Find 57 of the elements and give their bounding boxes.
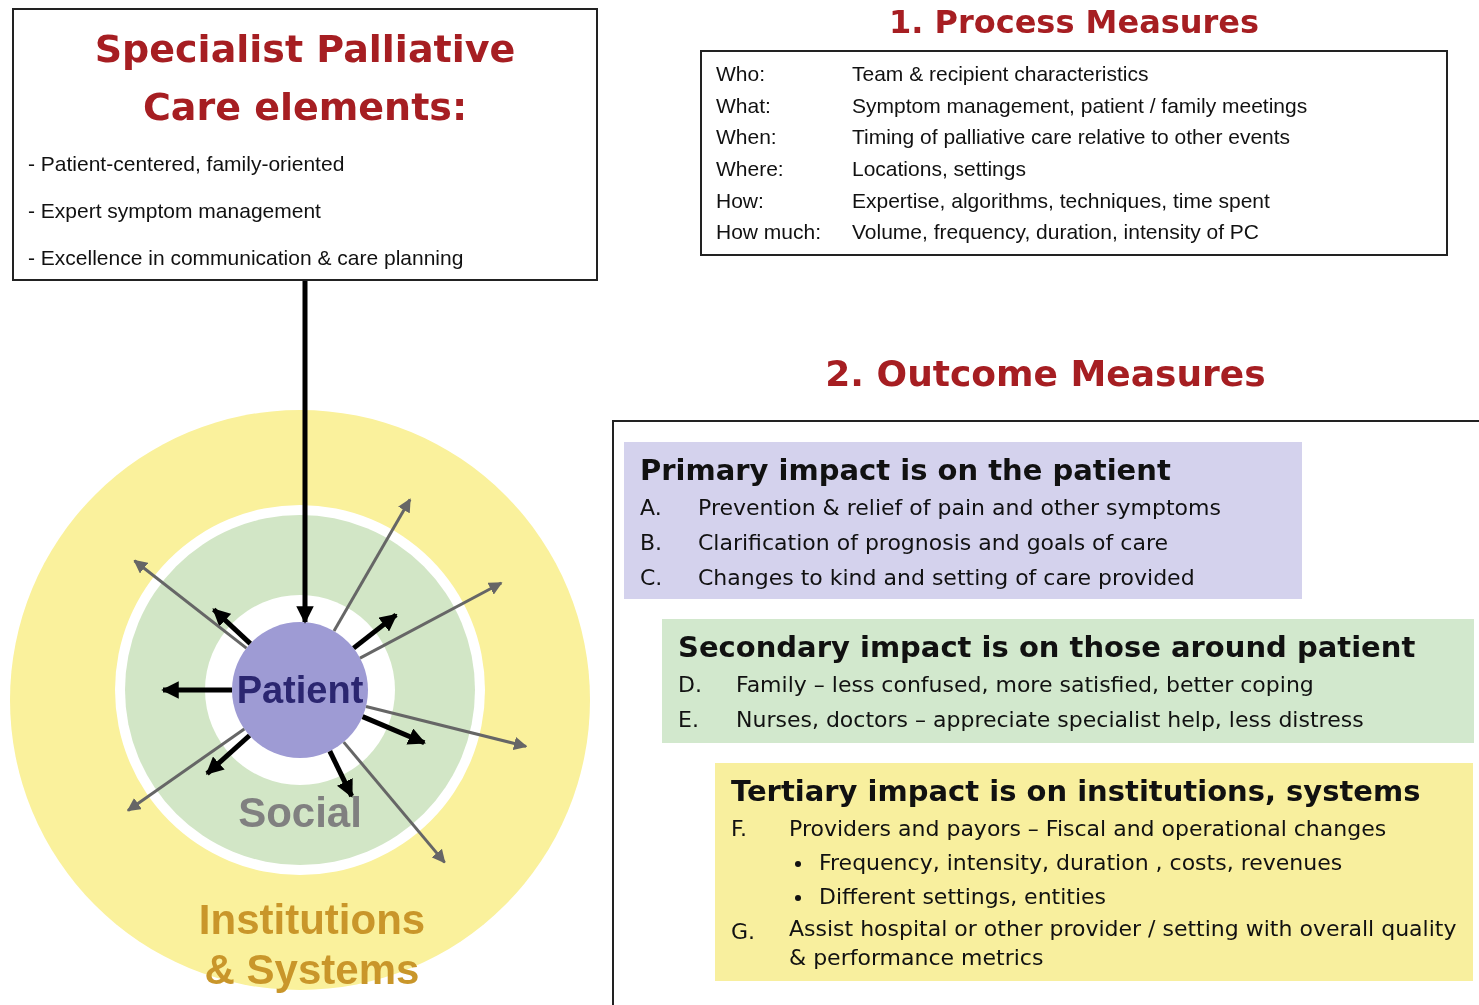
arrow — [205, 733, 252, 776]
panel-heading: Primary impact is on the patient — [640, 452, 1172, 489]
row-label: How: — [716, 187, 765, 214]
item-text: Clarification of prognosis and goals of care — [698, 529, 1169, 557]
arrow — [365, 705, 528, 750]
row-text: Team & recipient characteristics — [852, 61, 1150, 87]
row-text: Volume, frequency, duration, intensity of PC — [852, 219, 1260, 246]
bullet-item: Frequency, intensity, duration , costs, revenues — [789, 846, 1457, 880]
row-label: When: — [716, 124, 778, 151]
text-box — [12, 8, 598, 281]
panel-heading: Secondary impact is on those around patient — [678, 629, 1417, 666]
impact-panel — [662, 619, 1474, 743]
arrow — [133, 559, 248, 650]
arrow — [342, 741, 446, 864]
box-heading: Specialist Palliative Care elements: — [93, 26, 517, 131]
row-text: Symptom management, patient / family meetings — [852, 92, 1309, 119]
impact-panel — [715, 763, 1473, 981]
list-item: - Expert symptom management — [28, 198, 322, 224]
section-heading: 1. Process Measures — [887, 2, 1261, 43]
arrow — [332, 498, 412, 632]
item-letter: A. — [640, 494, 663, 522]
item-text: Providers and payors – Fiscal and operational changes — [789, 815, 1388, 843]
item-letter: E. — [678, 706, 700, 734]
item-text: Family – less confused, more satisfied, better coping — [736, 671, 1315, 699]
arrow — [212, 607, 252, 646]
bullet-item: Different settings, entities — [789, 880, 1457, 914]
item-letter: D. — [678, 671, 703, 699]
section-heading: 2. Outcome Measures — [824, 352, 1267, 396]
arrow — [296, 281, 314, 624]
arrow — [359, 581, 503, 660]
item-text: Nurses, doctors – appreciate specialist help, less distress — [736, 706, 1365, 734]
row-text: Locations, settings — [852, 156, 1027, 182]
item-text: Changes to kind and setting of care provided — [698, 564, 1196, 592]
arrow — [361, 714, 426, 745]
item-letter: C. — [640, 564, 664, 592]
circle-label: Patient — [235, 668, 365, 713]
item-text: Prevention & relief of pain and other symptoms — [698, 494, 1222, 522]
item-text: Assist hospital or other provider / setting with overall quality & performance metrics — [789, 915, 1457, 972]
impact-panel — [624, 442, 1302, 599]
circle-label: Social — [237, 788, 363, 838]
item-letter: F. — [731, 815, 749, 843]
row-text: Expertise, algorithms, techniques, time spent — [852, 187, 1271, 214]
item-letter: B. — [640, 529, 664, 557]
arrow — [327, 750, 354, 798]
row-label: Who: — [716, 61, 766, 87]
row-text: Timing of palliative care relative to other events — [852, 124, 1292, 151]
panel-heading: Tertiary impact is on institutions, systems — [731, 773, 1422, 810]
row-label: What: — [716, 92, 772, 119]
arrow — [352, 612, 398, 651]
arrow — [161, 681, 232, 699]
patient-circle — [232, 622, 368, 758]
list-item: - Excellence in communication & care planning — [28, 245, 465, 271]
row-label: Where: — [716, 156, 785, 182]
item-letter: G. — [731, 918, 757, 946]
arrow — [126, 727, 246, 812]
list-item: - Patient-centered, family-oriented — [28, 151, 346, 177]
row-label: How much: — [716, 219, 823, 246]
